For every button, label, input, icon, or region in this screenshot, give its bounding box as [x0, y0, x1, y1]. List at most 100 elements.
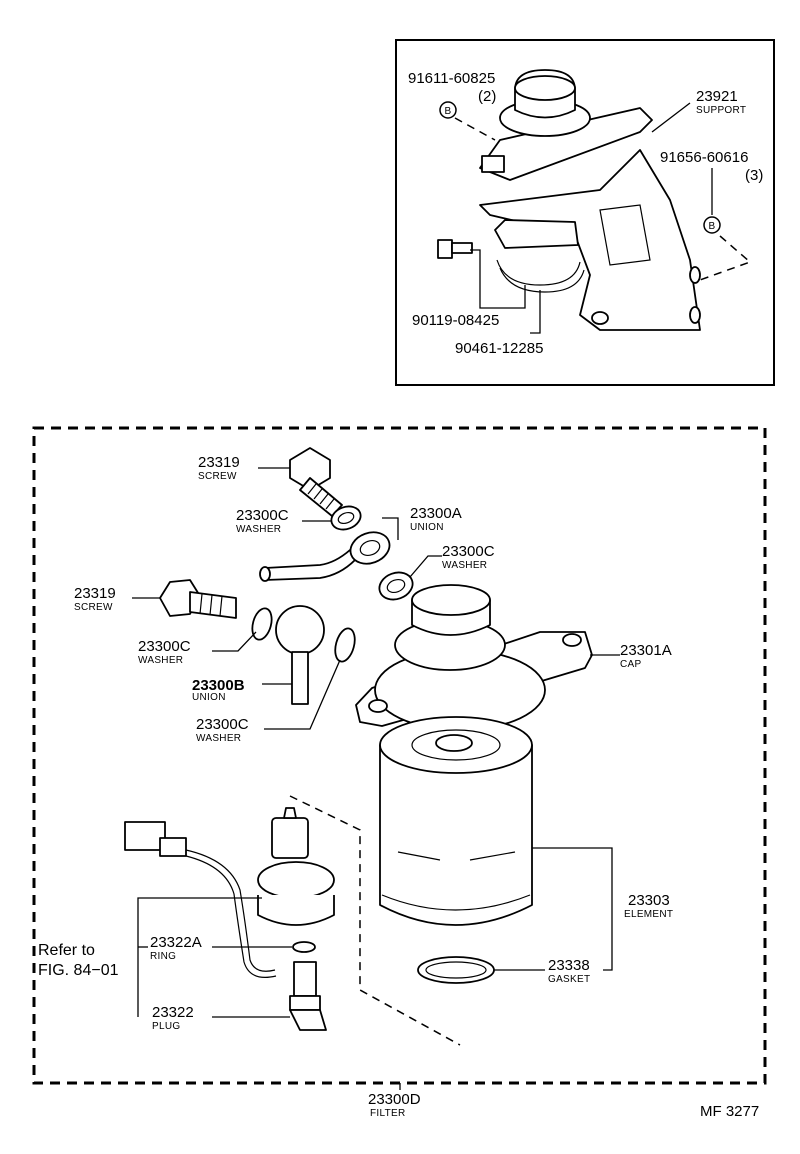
label-union-a-name: UNION [410, 522, 444, 533]
screw-top-drawing [289, 447, 343, 517]
label-washer-top-name: WASHER [236, 524, 281, 535]
screw-left-shank [189, 591, 237, 619]
figure-code: MF 3277 [700, 1103, 759, 1120]
washer-top-hole [337, 511, 355, 525]
element-drawing [379, 716, 533, 926]
label-screw-top-name: SCREW [198, 471, 237, 482]
leader-washer-right [409, 555, 442, 578]
union-a-hole [359, 539, 381, 557]
label-screw-top-number: 23319 [198, 454, 240, 471]
union-a-drawing [259, 531, 391, 582]
label-support-name: SUPPORT [696, 105, 746, 116]
ring-drawing [292, 941, 316, 953]
sensor-tip [283, 807, 297, 819]
guide-bolt-91656 [699, 235, 752, 281]
label-bolt-91611-qty: (2) [478, 88, 496, 105]
support-hole-2 [689, 266, 701, 284]
label-washer-left-number: 23300C [138, 638, 191, 655]
band-clamp-loop-2 [499, 267, 585, 293]
label-plug-name: PLUG [152, 1021, 180, 1032]
element-body [379, 744, 533, 926]
sensor-connector [124, 821, 166, 851]
sensor-body [257, 861, 335, 899]
label-band-90461-number: 90461-12285 [455, 340, 543, 357]
marker-b-left-letter: B [445, 106, 452, 117]
washer-lower-drawing [334, 627, 356, 663]
support-top-plate [479, 107, 653, 181]
plug-drawing [289, 961, 327, 1031]
marker-b-right-letter: B [709, 221, 716, 232]
filter-assembly-frame [32, 426, 767, 1085]
label-bolt-91611-number: 91611-60825 [408, 70, 495, 87]
inset-cap-top [514, 75, 576, 101]
washer-right-drawing [378, 571, 414, 601]
gasket-inner [425, 961, 487, 979]
main-assembly: 23319 SCREW 23300C WASHER 23300A UNION 2… [32, 426, 767, 1119]
label-washer-left-name: WASHER [138, 655, 183, 666]
screw-90119-icon [437, 239, 473, 259]
union-b-drawing [275, 605, 325, 705]
band-clamp-top [494, 219, 579, 249]
union-b-pipe [291, 651, 309, 705]
label-cap-number: 23301A [620, 642, 672, 659]
label-gasket-number: 23338 [548, 957, 590, 974]
washer-top-drawing [330, 505, 362, 531]
plug-hex [289, 995, 321, 1011]
sensor-wire [185, 849, 276, 972]
plug-body [293, 961, 317, 997]
sensor-stem [271, 817, 309, 859]
inset-frame [395, 39, 775, 386]
label-gasket-name: GASKET [548, 974, 590, 985]
sensor-wire-2 [185, 855, 277, 978]
leader-support [651, 102, 691, 133]
leader-union-a [382, 517, 399, 540]
label-washer-lower-number: 23300C [196, 716, 249, 733]
union-a-pipe [264, 549, 356, 581]
element-center-port [435, 734, 473, 752]
leader-screw-90119 [470, 249, 526, 309]
label-washer-right-name: WASHER [442, 560, 487, 571]
element-top-inner [411, 729, 501, 761]
support-tab [481, 155, 505, 173]
label-union-b-number: 23300B [192, 677, 245, 694]
label-screw-90119-number: 90119-08425 [412, 312, 499, 329]
leader-band-90461 [530, 290, 541, 334]
screw-90119-head [437, 239, 453, 259]
label-ring-number: 23322A [150, 934, 202, 951]
guide-element [289, 795, 461, 1046]
screw-left-threads [199, 593, 223, 617]
label-washer-lower-name: WASHER [196, 733, 241, 744]
cap-hole-right [562, 633, 582, 647]
refer-to-line2: FIG. 84−01 [38, 962, 119, 979]
refer-to-line1: Refer to [38, 942, 95, 959]
marker-b-left: B [439, 101, 457, 119]
marker-b-right-circle [703, 216, 721, 234]
guide-bolt-91611 [454, 117, 496, 141]
screw-90119-shank [451, 242, 473, 254]
leader-refer-bracket [137, 897, 262, 1017]
washer-left-drawing [251, 607, 273, 641]
marker-b-left-circle [439, 101, 457, 119]
sensor-connector-clip [159, 837, 187, 857]
label-union-b-name: UNION [192, 692, 226, 703]
screw-top-threads [307, 483, 335, 510]
cap-hole-left [368, 699, 388, 713]
support-window [599, 204, 651, 266]
plug-wing [289, 1009, 327, 1031]
label-element-name: ELEMENT [624, 909, 673, 920]
leader-element [532, 847, 613, 971]
label-screw-left-name: SCREW [74, 602, 113, 613]
label-plug-number: 23322 [152, 1004, 194, 1021]
label-union-a-number: 23300A [410, 505, 462, 522]
label-support-number: 23921 [696, 88, 738, 105]
inset-panel: B B 91611-60825 (2) 23921 SUPPORT 91656-… [395, 39, 775, 386]
label-filter-number: 23300D [368, 1091, 421, 1108]
label-bolt-91656-qty: (3) [745, 167, 763, 184]
sensor-base [257, 895, 335, 926]
element-bottom-band [381, 894, 531, 911]
support-hole-3 [689, 306, 701, 324]
union-a-pipe-end [259, 566, 271, 582]
screw-top-head [289, 447, 331, 491]
band-clamp-loop [496, 259, 581, 286]
